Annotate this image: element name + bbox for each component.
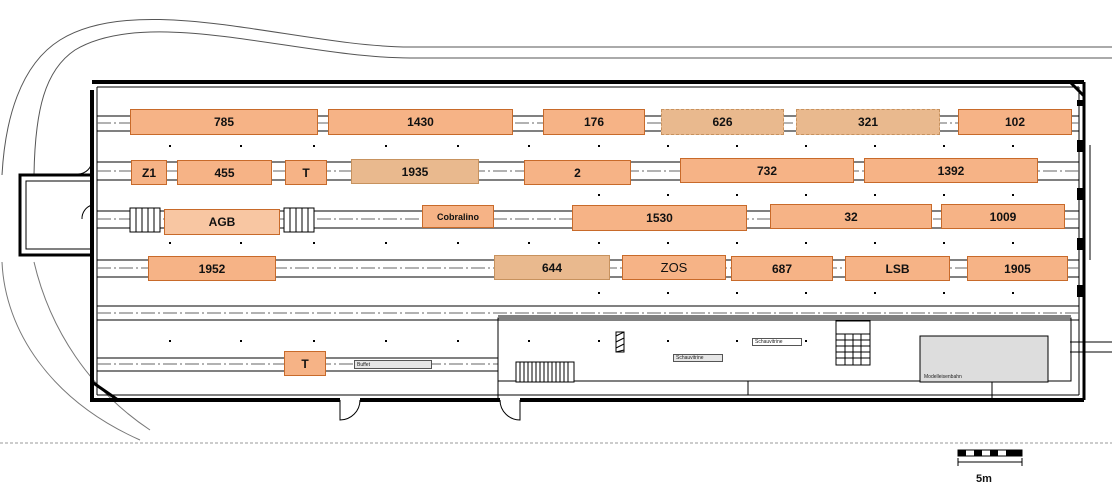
vehicle-644[interactable]: 644 <box>494 255 610 280</box>
vehicle-687[interactable]: 687 <box>731 256 833 281</box>
vehicle-1530[interactable]: 1530 <box>572 205 747 231</box>
vehicle-626[interactable]: 626 <box>661 109 784 135</box>
exhibition-area <box>497 315 1072 400</box>
vehicle-z1[interactable]: Z1 <box>131 160 167 185</box>
vehicle-1392[interactable]: 1392 <box>864 158 1038 183</box>
vehicle-t-lower[interactable]: T <box>284 351 326 376</box>
vehicle-1009[interactable]: 1009 <box>941 204 1065 229</box>
tracks <box>97 115 1112 372</box>
schauvitrine-tag-2: Schauvitrine <box>673 354 723 362</box>
modelleisenbahn-label: Modelleisenbahn <box>924 373 962 380</box>
vehicle-176[interactable]: 176 <box>543 109 645 135</box>
vehicle-102[interactable]: 102 <box>958 109 1072 135</box>
vehicle-1935[interactable]: 1935 <box>351 159 479 184</box>
approach-tracks <box>1 18 1112 441</box>
vehicle-321[interactable]: 321 <box>796 109 940 135</box>
vehicle-1430[interactable]: 1430 <box>328 109 513 135</box>
buffet-tag: Buffet <box>354 360 432 369</box>
vehicle-cobralino[interactable]: Cobralino <box>422 205 494 228</box>
vehicle-32[interactable]: 32 <box>770 204 932 229</box>
scale-bar <box>957 449 1023 466</box>
vehicle-2[interactable]: 2 <box>524 160 631 185</box>
vehicle-lsb[interactable]: LSB <box>845 256 950 281</box>
vehicle-t-upper[interactable]: T <box>285 160 327 185</box>
vehicle-732[interactable]: 732 <box>680 158 854 183</box>
bogie-blocks <box>129 207 315 233</box>
vehicle-agb[interactable]: AGB <box>164 209 280 235</box>
vehicle-1905[interactable]: 1905 <box>967 256 1068 281</box>
schauvitrine-tag-1: Schauvitrine <box>752 338 802 346</box>
vehicle-zos[interactable]: ZOS <box>622 255 726 280</box>
vehicle-455[interactable]: 455 <box>177 160 272 185</box>
column-markers <box>169 145 1014 342</box>
vehicle-785[interactable]: 785 <box>130 109 318 135</box>
scale-label: 5m <box>976 473 992 485</box>
vehicle-1952[interactable]: 1952 <box>148 256 276 281</box>
